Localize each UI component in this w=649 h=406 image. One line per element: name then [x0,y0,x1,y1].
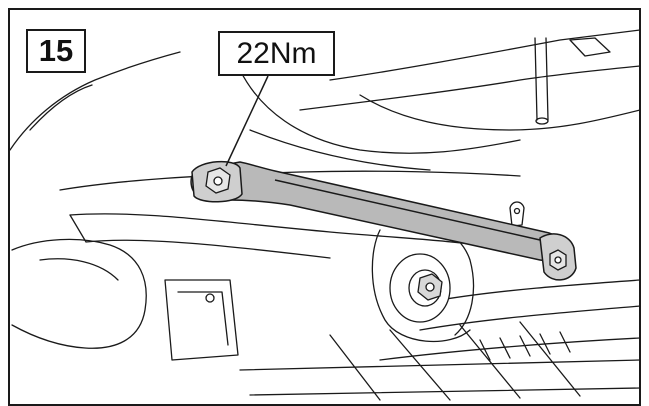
hose-end [535,117,549,125]
hose [534,37,549,121]
frame-right-lower [439,279,641,301]
lower-housing [11,238,147,349]
bar-highlight [274,179,541,241]
bolt-left-center [213,176,223,186]
step-number-label: 15 [26,29,86,73]
panel-upper [359,94,641,131]
panel-mid [239,69,521,154]
frame-rail-side [69,214,331,259]
torque-leader-line [225,75,269,167]
body-panel-edge [29,84,93,131]
right-tab-hole [513,207,521,215]
crossmember-detail [329,321,581,401]
bolt-hole-left [205,293,215,303]
frame-right-lower-2 [419,305,641,331]
bracket-left [164,279,239,361]
frame-rail-top [59,170,521,191]
lower-housing-edge [39,258,119,281]
top-bracket [569,37,611,57]
axle-arm [371,229,471,343]
center-bolt [425,282,435,292]
bolt-right-center [554,256,562,264]
right-tab [509,201,525,227]
frame-right-lower-3 [379,337,641,361]
torque-callout: 22Nm [218,31,335,76]
panel-mid-2 [249,129,431,171]
frame-top-right [329,29,641,81]
bracket-left-inner [177,291,229,346]
frame-top-right-2 [299,65,641,111]
body-panel-left [9,51,181,151]
frame-rail-lower [69,213,471,245]
ribbing [479,331,571,361]
